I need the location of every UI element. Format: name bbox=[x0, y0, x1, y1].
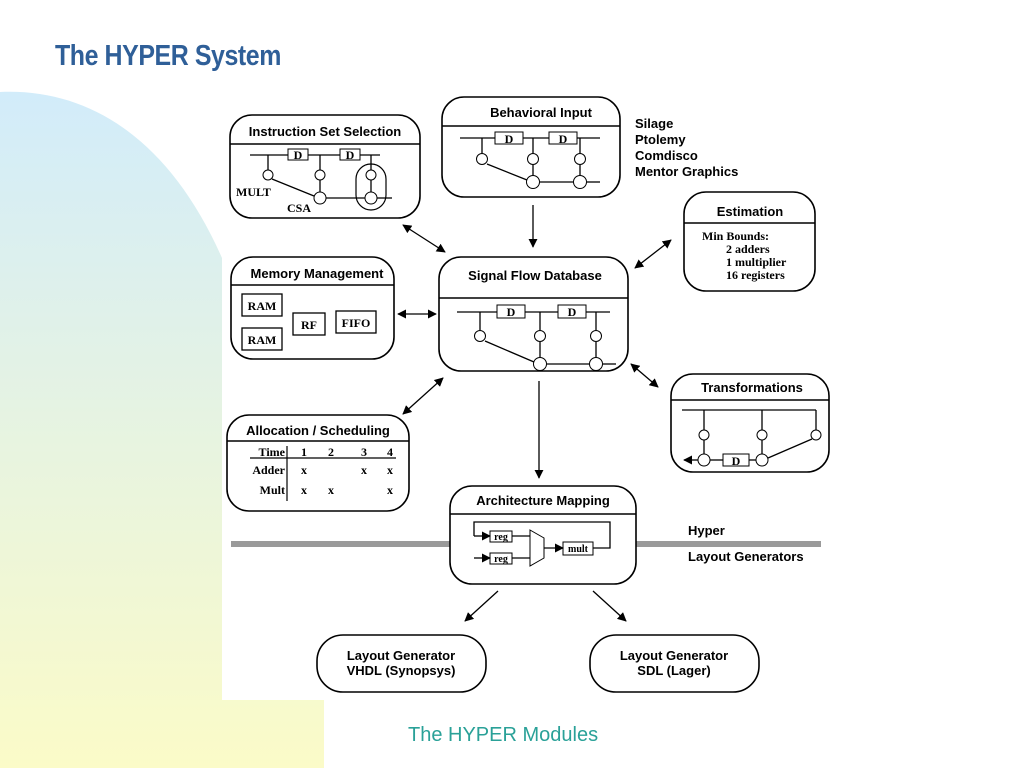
estimation-line-2: 2 adders bbox=[726, 242, 770, 256]
schedule-mult-1: x bbox=[301, 483, 307, 497]
input-ptolemy: Ptolemy bbox=[635, 132, 686, 147]
schedule-row-mult-label: Mult bbox=[260, 483, 285, 497]
memory-management-title: Memory Management bbox=[251, 266, 385, 281]
layout-generator-vhdl-box: Layout Generator VHDL (Synopsys) bbox=[316, 634, 487, 693]
memory-fifo: FIFO bbox=[342, 316, 371, 330]
hyper-label: Hyper bbox=[688, 523, 725, 538]
schedule-row-adder-label: Adder bbox=[252, 463, 285, 477]
transformations-title: Transformations bbox=[701, 380, 803, 395]
arch-mult: mult bbox=[568, 544, 589, 555]
behavioral-delay-1: D bbox=[505, 132, 514, 146]
iss-delay-2: D bbox=[346, 148, 355, 162]
arrow-sfd-transformations bbox=[630, 363, 659, 388]
architecture-mapping-title: Architecture Mapping bbox=[476, 493, 610, 508]
behavioral-input-languages: Silage Ptolemy Comdisco Mentor Graphics bbox=[635, 116, 738, 179]
schedule-mult-2: x bbox=[328, 483, 334, 497]
connector-arrows bbox=[397, 205, 672, 622]
sdl-line-2: SDL (Lager) bbox=[637, 663, 710, 678]
estimation-title: Estimation bbox=[717, 204, 784, 219]
estimation-line-1: Min Bounds: bbox=[702, 229, 769, 243]
transformations-delay: D bbox=[732, 454, 741, 468]
memory-management-box: Memory Management RAM RAM RF FIFO bbox=[230, 256, 395, 360]
vhdl-line-2: VHDL (Synopsys) bbox=[347, 663, 456, 678]
vhdl-line-1: Layout Generator bbox=[347, 648, 455, 663]
schedule-mult-4: x bbox=[387, 483, 393, 497]
iss-delay-1: D bbox=[294, 148, 303, 162]
estimation-line-3: 1 multiplier bbox=[726, 255, 787, 269]
arch-reg-2: reg bbox=[494, 554, 508, 565]
sfd-delay-2: D bbox=[568, 305, 577, 319]
memory-ram-2: RAM bbox=[248, 333, 277, 347]
iss-mult-label: MULT bbox=[236, 185, 271, 199]
signal-flow-database-title: Signal Flow Database bbox=[468, 268, 602, 283]
arrow-sfd-allocation bbox=[402, 377, 444, 415]
arrow-to-sdl bbox=[592, 590, 627, 622]
input-silage: Silage bbox=[635, 116, 673, 131]
layout-generators-label: Layout Generators bbox=[688, 549, 804, 564]
schedule-header-2: 2 bbox=[328, 445, 334, 459]
iss-csa-label: CSA bbox=[287, 201, 311, 215]
memory-rf: RF bbox=[301, 318, 317, 332]
arrow-sfd-estimation bbox=[634, 239, 672, 269]
behavioral-input-box: Behavioral Input D D bbox=[441, 96, 621, 198]
schedule-header-1: 1 bbox=[301, 445, 307, 459]
slide-caption: The HYPER Modules bbox=[408, 724, 599, 746]
arrow-iss-sfd bbox=[402, 224, 446, 253]
architecture-mapping-box: Architecture Mapping reg reg mult bbox=[449, 485, 637, 585]
input-comdisco: Comdisco bbox=[635, 148, 698, 163]
schedule-adder-1: x bbox=[301, 463, 307, 477]
sfd-delay-1: D bbox=[507, 305, 516, 319]
estimation-line-4: 16 registers bbox=[726, 268, 785, 282]
schedule-header-4: 4 bbox=[387, 445, 393, 459]
transformations-box: Transformations D bbox=[670, 373, 830, 473]
memory-ram-1: RAM bbox=[248, 299, 277, 313]
layout-generator-sdl-box: Layout Generator SDL (Lager) bbox=[589, 634, 760, 693]
slide-title: The HYPER System bbox=[55, 40, 281, 72]
estimation-box: Estimation Min Bounds: 2 adders 1 multip… bbox=[683, 191, 816, 292]
schedule-header-3: 3 bbox=[361, 445, 367, 459]
allocation-scheduling-box: Allocation / Scheduling Time 1 2 3 4 Add… bbox=[226, 414, 410, 512]
behavioral-delay-2: D bbox=[559, 132, 568, 146]
schedule-adder-3: x bbox=[361, 463, 367, 477]
input-mentor-graphics: Mentor Graphics bbox=[635, 164, 738, 179]
schedule-adder-4: x bbox=[387, 463, 393, 477]
allocation-scheduling-title: Allocation / Scheduling bbox=[246, 423, 390, 438]
arch-reg-1: reg bbox=[494, 532, 508, 543]
sdl-line-1: Layout Generator bbox=[620, 648, 728, 663]
schedule-header-time: Time bbox=[259, 445, 286, 459]
instruction-set-box: Instruction Set Selection D D MULT CSA bbox=[229, 114, 421, 219]
arrow-to-vhdl bbox=[464, 590, 499, 622]
instruction-set-title: Instruction Set Selection bbox=[249, 124, 401, 139]
signal-flow-database-box: Signal Flow Database D D bbox=[438, 256, 629, 372]
behavioral-input-title: Behavioral Input bbox=[490, 105, 593, 120]
